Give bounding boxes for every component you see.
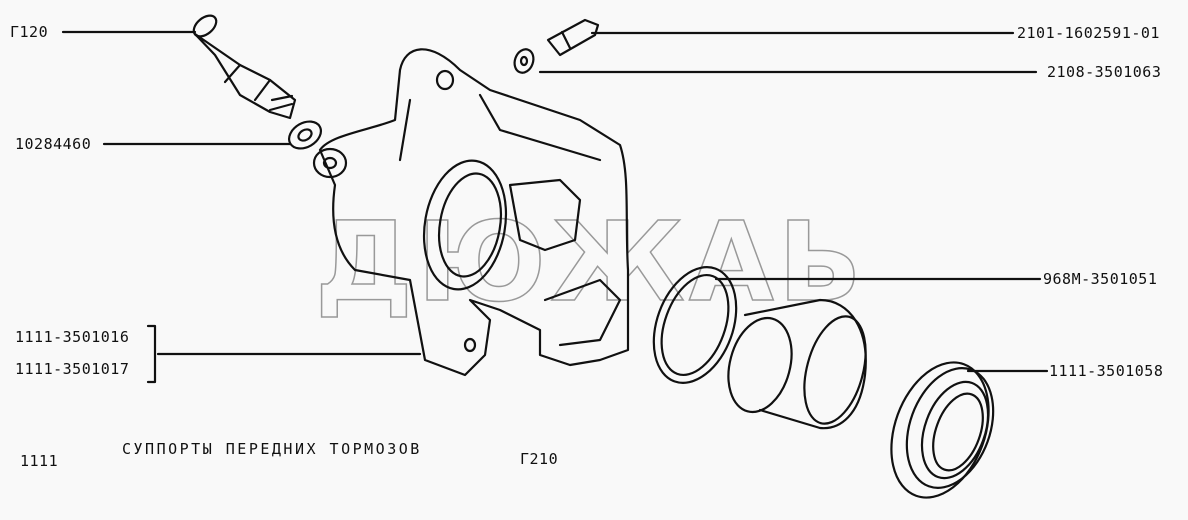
callout-washer-right: 2108-3501063 (1047, 63, 1162, 81)
watermark: ДЮЖАЬ (315, 198, 866, 326)
bleeder-part (546, 18, 600, 57)
boot-part (890, 361, 995, 499)
washer-left-part (288, 120, 322, 150)
footer-code: 1111 (20, 452, 59, 470)
callout-fitting: Г120 (10, 23, 49, 41)
piston-part (727, 298, 867, 430)
washer-right-part (513, 48, 535, 74)
footer-group: Г210 (520, 450, 559, 468)
caliper-part (312, 48, 630, 377)
callout-bleeder: 2101-1602591-01 (1017, 24, 1160, 42)
seal-ring-part (652, 266, 738, 384)
callout-boot: 1111-3501058 (1049, 362, 1164, 380)
callout-caliper-a: 1111-3501016 (15, 328, 130, 346)
callout-washer-left: 10284460 (15, 135, 92, 153)
fitting-part (192, 14, 297, 120)
callout-caliper-b: 1111-3501017 (15, 360, 130, 378)
callout-seal-ring: 968М-3501051 (1043, 270, 1158, 288)
page-title: СУППОРТЫ ПЕРЕДНИХ ТОРМОЗОВ (122, 440, 422, 458)
